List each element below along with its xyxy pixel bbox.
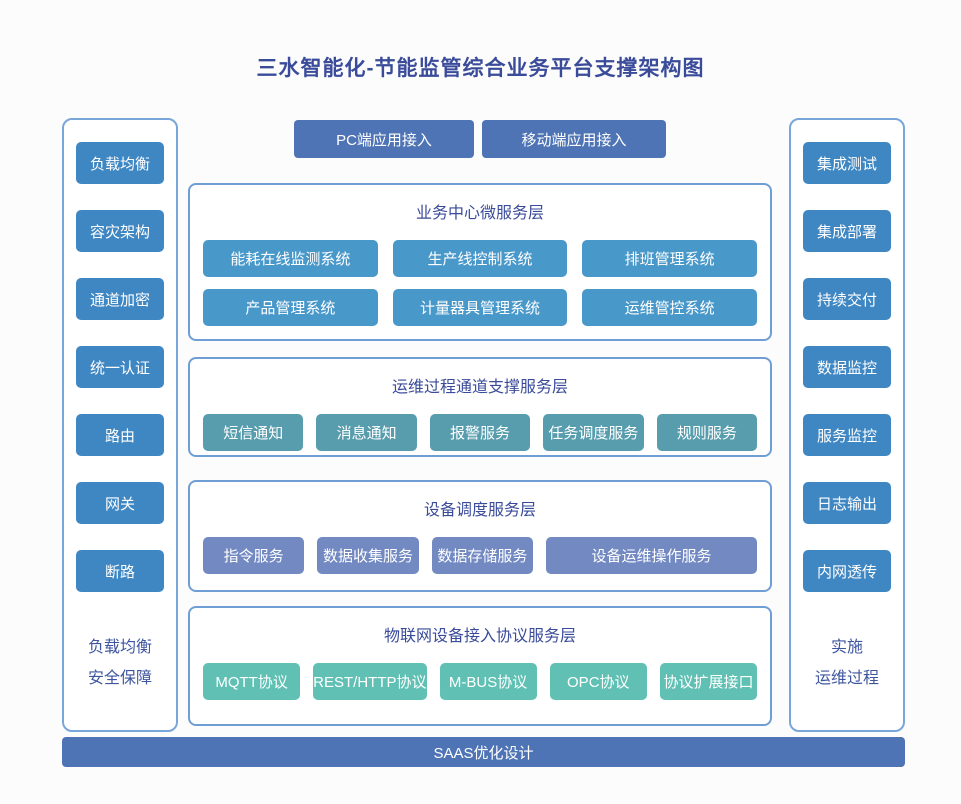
left-panel-node-channel-encryption: 通道加密 [76, 278, 164, 320]
left-panel-node-load-balancing: 负载均衡 [76, 142, 164, 184]
section-node-row: 短信通知 消息通知 报警服务 任务调度服务 规则服务 [190, 414, 770, 451]
node-data-storage-service: 数据存储服务 [431, 537, 534, 574]
node-message-notification: 消息通知 [316, 414, 417, 451]
left-panel-node-disaster-recovery: 容灾架构 [76, 210, 164, 252]
section-ops-channel-support: 运维过程通道支撑服务层 短信通知 消息通知 报警服务 任务调度服务 规则服务 [188, 357, 772, 457]
section-iot-protocol-access: 物联网设备接入协议服务层 MQTT协议 REST/HTTP协议 M-BUS协议 … [188, 606, 772, 726]
node-energy-monitoring: 能耗在线监测系统 [203, 240, 378, 277]
right-panel-node-integration-deploy: 集成部署 [803, 210, 891, 252]
mobile-app-access-node: 移动端应用接入 [482, 120, 666, 158]
section-node-row: 指令服务 数据收集服务 数据存储服务 设备运维操作服务 [190, 537, 770, 574]
section-title: 运维过程通道支撑服务层 [391, 379, 568, 396]
left-panel-label-line1: 负载均衡 [87, 639, 152, 656]
left-panel-label-line2: 安全保障 [87, 670, 152, 687]
right-panel-label-line1: 实施 [830, 639, 863, 656]
right-panel-node-intranet-passthrough: 内网透传 [803, 550, 891, 592]
node-rest-http-protocol: REST/HTTP协议 [313, 663, 427, 700]
node-protocol-extension-interface: 协议扩展接口 [659, 663, 758, 700]
node-alarm-service: 报警服务 [429, 414, 531, 451]
section-device-scheduling: 设备调度服务层 指令服务 数据收集服务 数据存储服务 设备运维操作服务 [188, 480, 772, 592]
left-panel-label: 负载均衡 安全保障 [88, 632, 152, 694]
section-node-row: MQTT协议 REST/HTTP协议 M-BUS协议 OPC协议 协议扩展接口 [190, 663, 770, 700]
right-panel-node-data-monitoring: 数据监控 [803, 346, 891, 388]
section-title: 物联网设备接入协议服务层 [383, 628, 576, 645]
node-metering-instrument-management: 计量器具管理系统 [392, 289, 568, 326]
node-production-line-control: 生产线控制系统 [392, 240, 568, 277]
right-panel: 集成测试 集成部署 持续交付 数据监控 服务监控 日志输出 内网透传 实施 运维… [789, 118, 905, 732]
left-panel: 负载均衡 容灾架构 通道加密 统一认证 路由 网关 断路 负载均衡 安全保障 [62, 118, 178, 732]
layer-stack: 业务中心微服务层 能耗在线监测系统 生产线控制系统 排班管理系统 产品管理系统 … [188, 183, 772, 728]
node-command-service: 指令服务 [203, 537, 305, 574]
left-panel-node-gateway: 网关 [76, 482, 164, 524]
section-business-microservices: 业务中心微服务层 能耗在线监测系统 生产线控制系统 排班管理系统 产品管理系统 … [188, 183, 772, 341]
right-panel-node-continuous-delivery: 持续交付 [803, 278, 891, 320]
section-title: 业务中心微服务层 [415, 205, 544, 222]
right-panel-label-line2: 运维过程 [814, 670, 879, 687]
node-mqtt-protocol: MQTT协议 [203, 663, 301, 700]
node-mbus-protocol: M-BUS协议 [439, 663, 537, 700]
pc-app-access-node: PC端应用接入 [294, 120, 474, 158]
node-shift-management: 排班管理系统 [582, 240, 757, 277]
right-panel-node-service-monitoring: 服务监控 [803, 414, 891, 456]
left-panel-node-routing: 路由 [76, 414, 164, 456]
node-device-ops-operation-service: 设备运维操作服务 [546, 537, 757, 574]
saas-optimization-bar: SAAS优化设计 [62, 737, 905, 767]
node-opc-protocol: OPC协议 [549, 663, 647, 700]
section-title: 设备调度服务层 [423, 502, 536, 519]
right-panel-label: 实施 运维过程 [815, 632, 879, 694]
section-node-grid: 能耗在线监测系统 生产线控制系统 排班管理系统 产品管理系统 计量器具管理系统 … [190, 240, 770, 326]
diagram-title: 三水智能化-节能监管综合业务平台支撑架构图 [256, 57, 705, 80]
left-panel-node-unified-auth: 统一认证 [76, 346, 164, 388]
node-data-collection-service: 数据收集服务 [317, 537, 419, 574]
right-panel-node-integration-test: 集成测试 [803, 142, 891, 184]
node-product-management: 产品管理系统 [203, 289, 378, 326]
node-ops-control: 运维管控系统 [582, 289, 757, 326]
left-panel-node-circuit-break: 断路 [76, 550, 164, 592]
node-task-scheduling-service: 任务调度服务 [543, 414, 644, 451]
right-panel-node-log-output: 日志输出 [803, 482, 891, 524]
node-sms-notification: 短信通知 [203, 414, 304, 451]
node-rule-service: 规则服务 [656, 414, 758, 451]
app-access-row: PC端应用接入 移动端应用接入 [188, 120, 772, 158]
